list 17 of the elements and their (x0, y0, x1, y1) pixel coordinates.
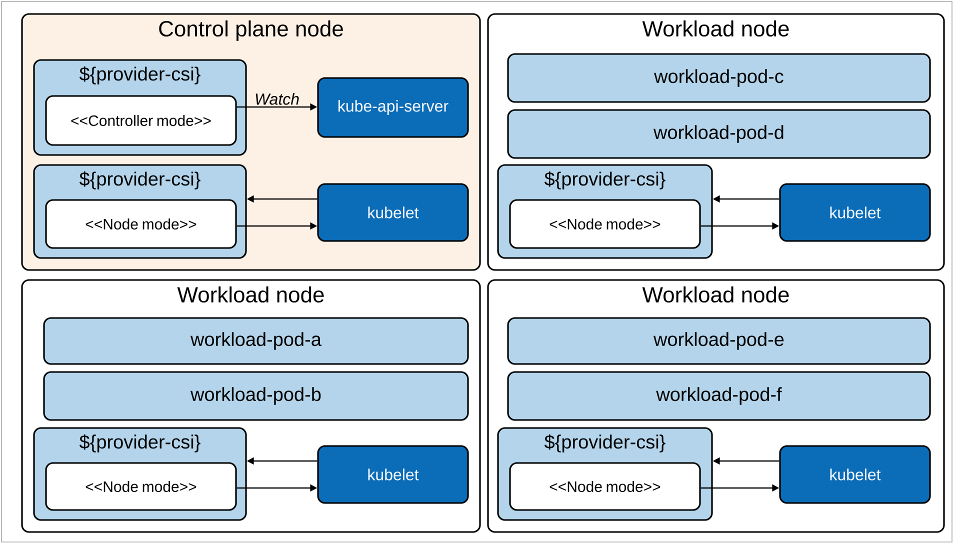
mode-box: <<Node mode>> (45, 462, 237, 511)
mode-box: <<Node mode>> (509, 199, 701, 249)
pod-box: workload-pod-e (507, 317, 931, 365)
mode-box: <<Node mode>> (45, 199, 237, 249)
component-box: kube-api-server (317, 77, 469, 138)
component-box: kubelet (317, 183, 469, 242)
mode-box: <<Controller mode>> (45, 95, 237, 146)
mode-box: <<Node mode>> (509, 462, 701, 511)
edge-label: Watch (253, 92, 301, 106)
pod-box: workload-pod-d (507, 109, 931, 159)
pod-box: workload-pod-b (43, 371, 469, 421)
pod-box: workload-pod-c (507, 53, 931, 103)
component-box: kubelet (317, 445, 469, 504)
pod-box: workload-pod-a (43, 317, 469, 365)
component-box: kubelet (779, 445, 931, 504)
pod-box: workload-pod-f (507, 371, 931, 421)
component-box: kubelet (779, 183, 931, 242)
